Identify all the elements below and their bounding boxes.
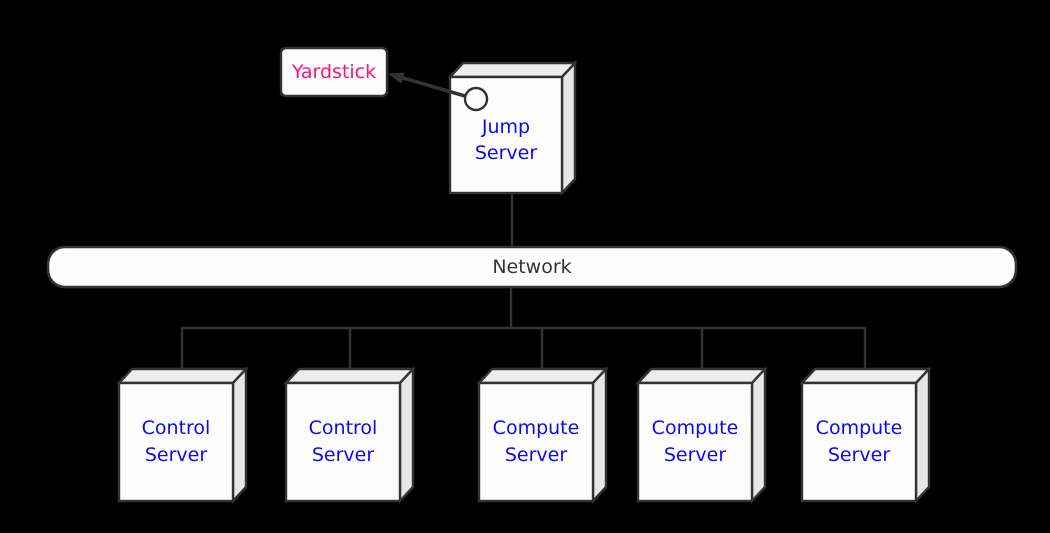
control-server-1-front-face xyxy=(117,381,235,503)
node-compute-server-1-shape xyxy=(476,365,609,505)
arrow-head xyxy=(387,72,405,84)
node-compute-server-2-shape xyxy=(635,365,768,505)
compute-server-2-side-face xyxy=(750,365,767,505)
node-network-shape xyxy=(46,245,1018,289)
jump-server-front-face xyxy=(448,75,564,195)
compute-server-2-top-face xyxy=(635,367,768,385)
compute-server-1-side-face xyxy=(591,365,608,505)
node-control-server-2-shape xyxy=(283,365,416,505)
control-server-2-top-face xyxy=(283,367,416,385)
compute-server-3-front-face xyxy=(800,381,918,503)
control-server-2-front-face xyxy=(284,381,402,503)
node-control-server-1-shape xyxy=(116,365,249,505)
compute-server-3-side-face xyxy=(914,365,931,505)
node-jump-server-shape xyxy=(447,59,578,197)
node-yardstick-shape xyxy=(279,46,389,98)
control-server-2-side-face xyxy=(398,365,415,505)
yardstick-box xyxy=(279,46,389,98)
arrow-shaft xyxy=(401,76,467,98)
node-compute-server-3-shape xyxy=(799,365,932,505)
edge-jumpserver-to-yardstick xyxy=(387,72,467,98)
compute-server-3-top-face xyxy=(799,367,932,385)
compute-server-1-front-face xyxy=(477,381,595,503)
port-circle-icon xyxy=(463,86,489,112)
control-server-1-side-face xyxy=(231,365,248,505)
jump-server-top-face xyxy=(447,61,578,79)
connector-edges xyxy=(180,193,867,370)
control-server-1-top-face xyxy=(116,367,249,385)
compute-server-2-front-face xyxy=(636,381,754,503)
jump-server-side-face xyxy=(560,59,577,197)
compute-server-1-top-face xyxy=(476,367,609,385)
